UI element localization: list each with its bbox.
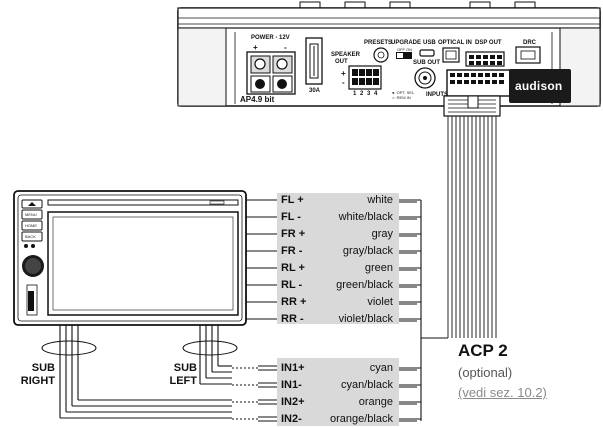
inputs-label: INPUTS (426, 92, 449, 98)
signal-label-fr-minus: FR - (281, 245, 303, 257)
signal-label-in1-plus: IN1+ (281, 362, 305, 374)
speaker-ch-3: 3 (367, 91, 371, 97)
dsp-out-label: DSP OUT (475, 40, 502, 46)
wire-color-fr-plus: gray (371, 228, 393, 240)
input-wires (258, 365, 277, 422)
speaker-plus-sign: + (341, 69, 346, 78)
back-button-label: BACK (25, 234, 36, 239)
inputs-legend-rem: ○: REM IN (392, 95, 411, 100)
power-plus-sign: + (253, 43, 258, 52)
wire-color-in2-plus: orange (358, 396, 393, 408)
wire-color-fl-plus: white (367, 194, 393, 206)
head-unit (13, 190, 247, 326)
signal-label-rr-minus: RR - (281, 313, 304, 325)
signal-label-fl-plus: FL + (281, 194, 304, 206)
sub-left-label: SUB LEFT (170, 362, 198, 388)
usb-label: USB (423, 40, 436, 46)
inputs-legend-opt: ●: OPT. SEL. (392, 90, 416, 95)
amplifier-unit (177, 1, 601, 107)
speaker-wire-tails (399, 199, 448, 339)
acp2-harness (443, 95, 501, 338)
wire-color-in1-plus: cyan (369, 362, 393, 374)
acp2-section-reference-link[interactable]: (vedi sez. 10.2) (458, 385, 547, 400)
wire-color-fr-minus: gray/black (342, 245, 393, 257)
speaker-ch-2: 2 (360, 91, 364, 97)
speaker-minus-sign: - (342, 78, 345, 87)
sub-left-label-line1: SUB (173, 362, 197, 374)
signal-label-in1-minus: IN1- (281, 379, 302, 391)
speaker-label-panel (277, 193, 399, 324)
home-button-label: HOME (25, 223, 37, 228)
input-dotted-links (232, 367, 258, 420)
acp2-title: ACP 2 (458, 341, 508, 360)
speaker-out-label-line2: OUT (335, 59, 348, 65)
sub-right-cable (41, 325, 232, 419)
sub-left-label-line2: LEFT (169, 375, 198, 387)
signal-label-rl-plus: RL + (281, 262, 305, 274)
speaker-wires (246, 199, 277, 320)
signal-label-fl-minus: FL - (281, 211, 301, 223)
signal-label-rr-plus: RR + (281, 296, 307, 308)
menu-button-label: MENU (25, 212, 37, 217)
wire-color-in2-minus: orange/black (330, 413, 393, 425)
wire-color-rl-plus: green (364, 262, 393, 274)
upgrade-on-label: ON (406, 47, 412, 52)
sub-out-label: SUB OUT (413, 60, 440, 66)
signal-label-in2-minus: IN2- (281, 413, 302, 425)
input-wire-tails (399, 338, 422, 422)
speaker-ch-4: 4 (374, 91, 378, 97)
audison-logo: audison (515, 79, 563, 93)
sub-right-label: SUB RIGHT (21, 362, 55, 388)
signal-label-rl-minus: RL - (281, 279, 303, 291)
fuse-label: 30A (309, 88, 321, 94)
wire-color-rl-minus: green/black (336, 279, 393, 291)
sub-left-cable (182, 325, 238, 385)
input-label-panel (277, 358, 399, 426)
wire-color-fl-minus: white/black (338, 211, 393, 223)
drc-label: DRC (523, 40, 536, 46)
presets-label: PRESETS (364, 40, 393, 46)
upgrade-off-label: OFF (397, 47, 405, 52)
wire-color-rr-minus: violet/black (338, 313, 393, 325)
sub-right-label-line2: RIGHT (20, 375, 55, 387)
amplifier-model: AP4.9 bit (240, 95, 275, 104)
optical-in-label: OPTICAL IN (438, 40, 472, 46)
speaker-out-label-line1: SPEAKER (331, 52, 361, 58)
power-minus-sign: - (284, 43, 287, 52)
signal-label-in2-plus: IN2+ (281, 396, 305, 408)
power-label: POWER - 12V (251, 35, 290, 41)
upgrade-label: UPGRADE (391, 40, 422, 46)
wire-color-rr-plus: violet (367, 296, 393, 308)
wire-color-in1-minus: cyan/black (341, 379, 393, 391)
signal-label-fr-plus: FR + (281, 228, 306, 240)
speaker-ch-1: 1 (353, 91, 357, 97)
acp2-optional-note: (optional) (458, 365, 513, 380)
sub-right-label-line1: SUB (31, 362, 55, 374)
